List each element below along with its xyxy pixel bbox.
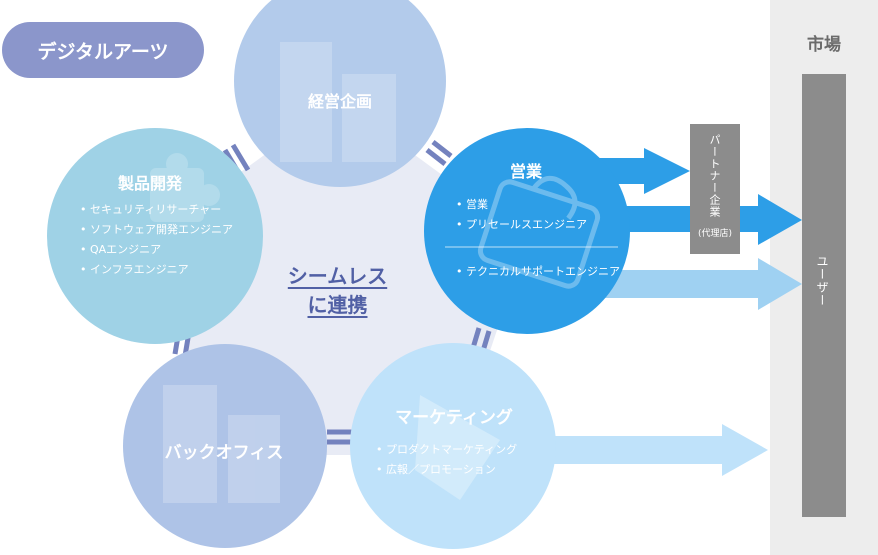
sales-list-support: テクニカルサポートエンジニア	[456, 262, 620, 282]
list-item: プリセールスエンジニア	[456, 215, 587, 235]
circle-backoffice	[123, 344, 327, 548]
list-item: 広報／プロモーション	[376, 460, 517, 480]
center-text: シームレス に連携	[275, 262, 400, 320]
arrow-support-to-market	[600, 258, 802, 310]
circle-management	[234, 0, 446, 187]
marketing-list: プロダクトマーケティング 広報／プロモーション	[376, 440, 517, 480]
marketing-title: マーケティング	[395, 408, 513, 428]
product-list: セキュリティリサーチャー ソフトウェア開発エンジニア QAエンジニア インフラエ…	[80, 200, 233, 280]
sales-title: 営業	[509, 162, 543, 181]
center-line-2: に連携	[307, 293, 368, 317]
market-title: 市場	[807, 35, 841, 55]
company-tag: デジタルアーツ	[2, 22, 204, 78]
list-item: プロダクトマーケティング	[376, 440, 517, 460]
backoffice-title: バックオフィス	[164, 443, 284, 463]
list-item: 営業	[456, 195, 587, 215]
sales-list: 営業 プリセールスエンジニア	[456, 195, 587, 235]
building-icon	[280, 42, 396, 162]
user-bar	[802, 74, 846, 517]
list-item: インフラエンジニア	[80, 260, 233, 280]
list-item: ソフトウェア開発エンジニア	[80, 220, 233, 240]
list-item: セキュリティリサーチャー	[80, 200, 233, 220]
list-item: QAエンジニア	[80, 240, 233, 260]
arrow-marketing-to-market	[540, 424, 768, 476]
partner-sub: (代理店)	[697, 229, 733, 239]
connector-management-sales	[425, 140, 453, 166]
list-item: テクニカルサポートエンジニア	[456, 262, 620, 282]
management-title: 経営企画	[307, 92, 373, 111]
building-icon	[163, 385, 280, 503]
center-line-1: シームレス	[287, 264, 388, 288]
user-label: ユーザー	[815, 255, 829, 307]
product-title: 製品開発	[117, 174, 183, 193]
partner-label: パートナー企業	[708, 134, 721, 218]
partner-box	[690, 124, 740, 254]
